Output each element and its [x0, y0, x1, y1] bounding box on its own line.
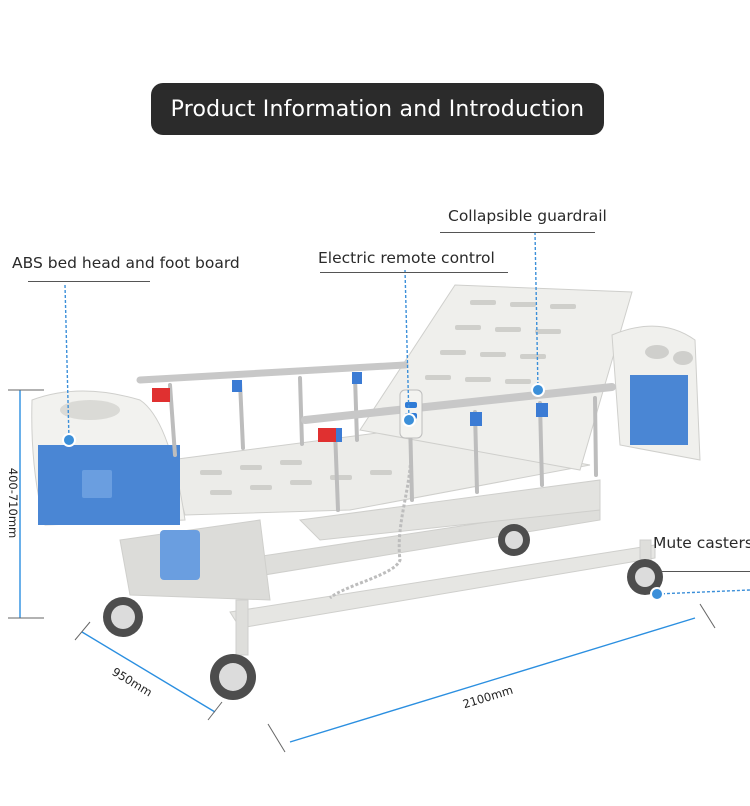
caster-wheels	[103, 524, 663, 700]
callout-casters-underline	[660, 571, 750, 572]
dimension-lines	[8, 389, 716, 753]
section-title-banner: Product Information and Introduction	[151, 83, 604, 135]
guardrail-clips	[152, 372, 548, 442]
callout-markers	[62, 231, 750, 601]
callout-casters-label: Mute casters	[653, 534, 750, 552]
callout-guardrail-label: Collapsible guardrail	[448, 207, 607, 225]
callout-remote-underline	[320, 272, 508, 273]
backrest-slots	[425, 300, 576, 384]
foot-board	[31, 390, 200, 580]
backrest	[359, 284, 633, 471]
callout-guardrail-underline	[440, 232, 595, 233]
head-board	[611, 325, 701, 461]
callout-abs-board-label: ABS bed head and foot board	[12, 254, 240, 272]
callout-remote-label: Electric remote control	[318, 249, 495, 267]
platform-slots	[200, 460, 392, 495]
section-title: Product Information and Introduction	[170, 96, 585, 122]
dimension-height-label: 400-710mm	[6, 467, 20, 539]
callout-abs-underline	[28, 281, 150, 282]
